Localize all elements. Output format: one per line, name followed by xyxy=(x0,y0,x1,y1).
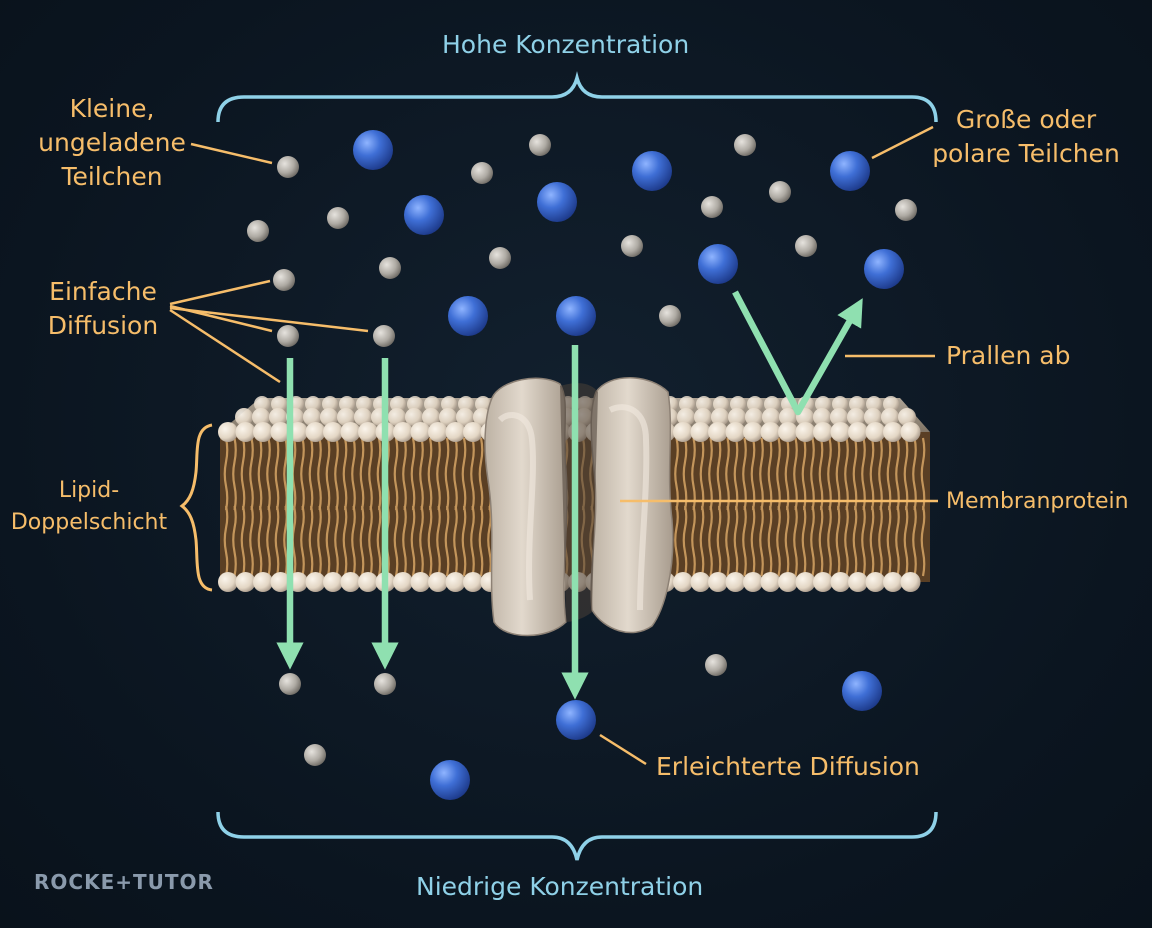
small-uncharged-line-3: Teilchen xyxy=(61,162,163,191)
small-uncharged-line-1: Kleine, xyxy=(69,94,155,123)
small-particle xyxy=(734,134,756,156)
bounce-off-label: Prallen ab xyxy=(946,341,1071,370)
small-particle xyxy=(705,654,727,676)
low-concentration-label: Niedrige Konzentration xyxy=(416,872,704,901)
small-particle xyxy=(659,305,681,327)
small-particle xyxy=(247,220,269,242)
small-particle xyxy=(471,162,493,184)
large-polar-line-2: polare Teilchen xyxy=(932,139,1120,168)
small-particle xyxy=(277,156,299,178)
small-particle xyxy=(529,134,551,156)
small-particle xyxy=(304,744,326,766)
large-particle xyxy=(353,130,393,170)
large-particle xyxy=(632,151,672,191)
large-particle xyxy=(830,151,870,191)
small-particle xyxy=(277,325,299,347)
large-polar-line-1: Große oder xyxy=(955,105,1097,134)
bottom-bracket xyxy=(216,811,938,861)
small-uncharged-label: Kleine, ungeladene Teilchen xyxy=(22,92,202,194)
rocket-tutor-logo: ROCKE+TUTOR xyxy=(34,870,214,894)
transport-arrows xyxy=(276,290,863,700)
simple-diffusion-line-2: Diffusion xyxy=(47,311,159,340)
simple-diffusion-line-1: Einfache xyxy=(49,277,157,306)
large-particle xyxy=(556,296,596,336)
large-particle xyxy=(448,296,488,336)
simple-diffusion-label: Einfache Diffusion xyxy=(28,275,178,343)
small-particle xyxy=(769,181,791,203)
large-particle xyxy=(698,244,738,284)
top-bracket xyxy=(216,71,938,123)
membrane-protein-channel xyxy=(484,377,674,637)
large-particle xyxy=(404,195,444,235)
high-concentration-label: Hohe Konzentration xyxy=(442,30,690,59)
large-particle xyxy=(556,700,596,740)
lipid-bilayer-line-2: Doppelschicht xyxy=(10,510,168,535)
small-particle xyxy=(701,196,723,218)
particles xyxy=(247,130,917,800)
small-particle xyxy=(489,247,511,269)
large-particle xyxy=(864,249,904,289)
small-particle xyxy=(379,257,401,279)
lipid-bilayer-line-1: Lipid- xyxy=(58,478,120,503)
small-particle xyxy=(895,199,917,221)
small-particle xyxy=(373,325,395,347)
membrane-protein-label: Membranprotein xyxy=(946,489,1129,514)
small-particle xyxy=(621,235,643,257)
large-particle xyxy=(842,671,882,711)
small-particle xyxy=(279,673,301,695)
small-particle xyxy=(273,269,295,291)
small-particle xyxy=(795,235,817,257)
leader-lines xyxy=(169,125,938,766)
facilitated-diffusion-label: Erleichterte Diffusion xyxy=(656,752,920,781)
large-particle xyxy=(430,760,470,800)
bounce-off-arrow xyxy=(732,290,863,416)
small-uncharged-line-2: ungeladene xyxy=(38,128,186,157)
large-polar-label: Große oder polare Teilchen xyxy=(916,103,1136,171)
lipid-bilayer-label: Lipid- Doppelschicht xyxy=(0,475,178,539)
small-particle xyxy=(327,207,349,229)
large-particle xyxy=(537,182,577,222)
small-particle xyxy=(374,673,396,695)
